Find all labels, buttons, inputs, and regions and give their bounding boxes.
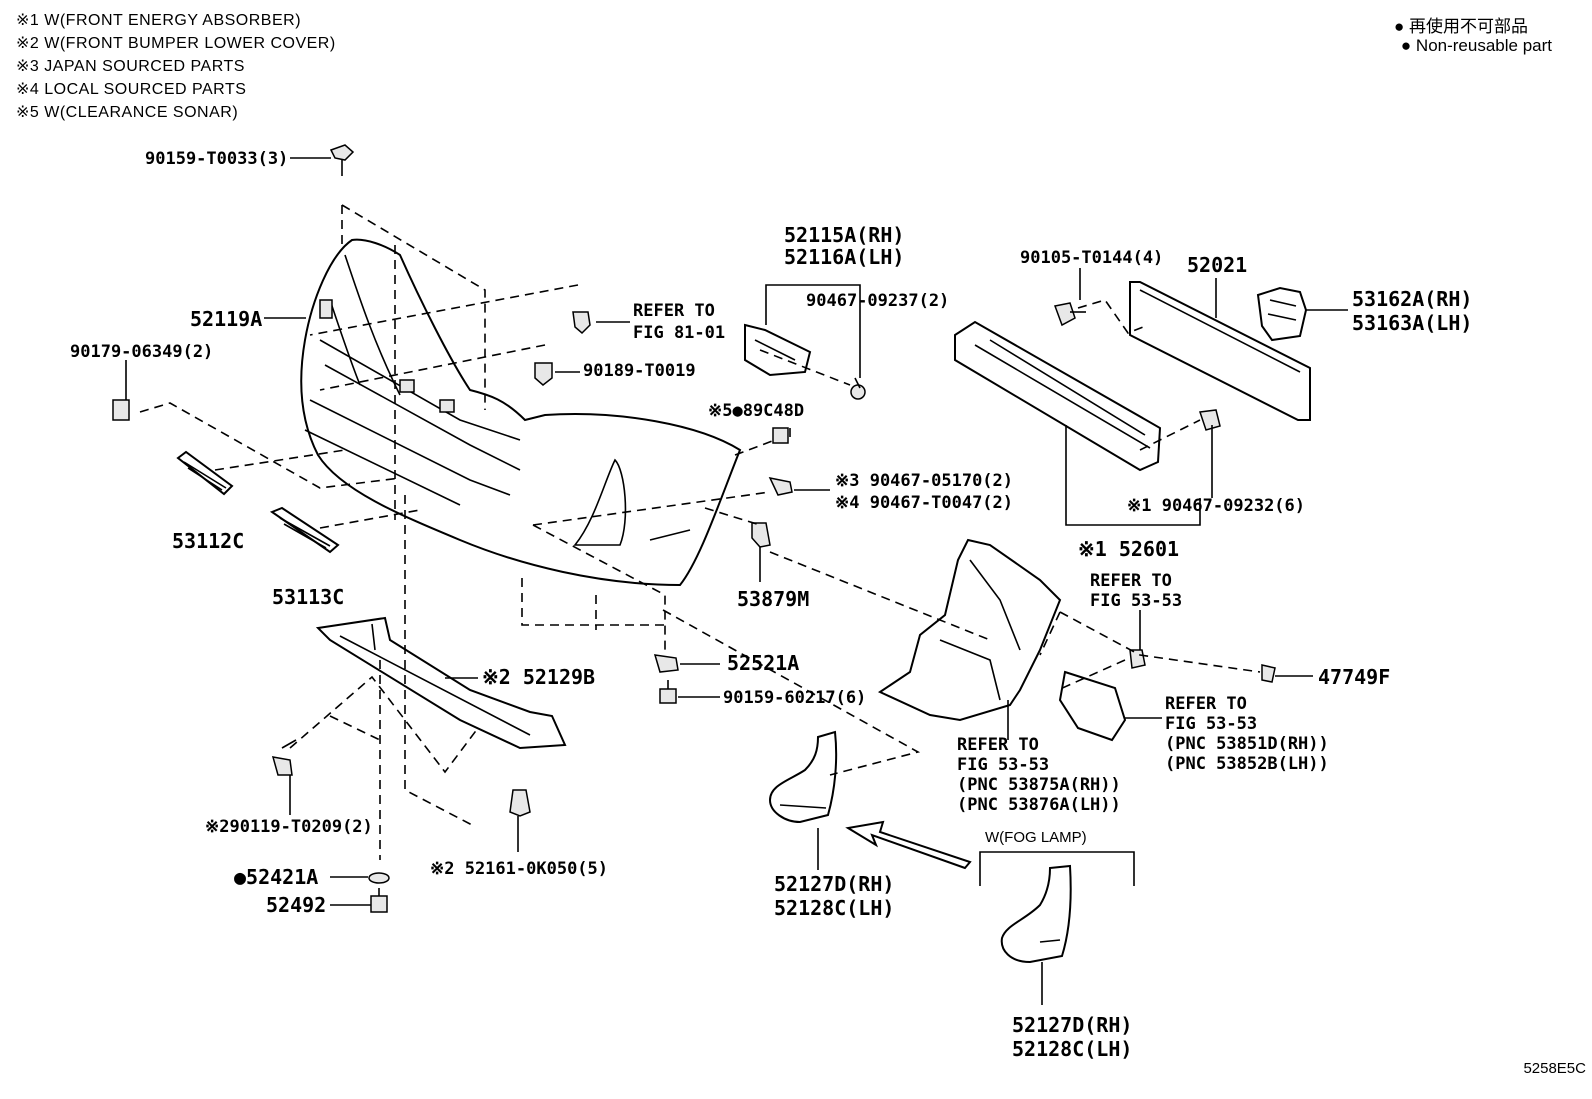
label-90159-t0033: 90159-T0033(3) <box>145 149 288 169</box>
label-refer-53-a2: FIG 53-53 <box>1090 591 1182 611</box>
label-52521a: 52521A <box>727 651 799 675</box>
label-47749f: 47749F <box>1318 665 1390 689</box>
label-53162a: 53162A(RH) <box>1352 287 1472 311</box>
fastener-icons <box>112 144 1276 913</box>
lower-cover-drawing <box>315 616 567 750</box>
label-52115a: 52115A(RH) <box>784 223 904 247</box>
label-52129b: ※2 52129B <box>482 665 595 689</box>
direction-arrow <box>845 820 972 870</box>
note-3: ※3 JAPAN SOURCED PARTS <box>16 58 245 75</box>
label-90159-60217: 90159-60217(6) <box>723 688 866 708</box>
part-labels: 90159-T0033(3) 52119A 90179-06349(2) 531… <box>70 149 1472 1061</box>
label-52128c-a: 52128C(LH) <box>774 896 894 920</box>
label-53113c: 53113C <box>272 585 344 609</box>
label-refer-c4: (PNC 53852B(LH)) <box>1165 754 1329 774</box>
label-refer-c1: REFER TO <box>1165 694 1247 714</box>
beam-52021-drawing <box>1129 281 1311 421</box>
label-90189-t0019: 90189-T0019 <box>583 361 696 381</box>
label-90467-t0047: ※4 90467-T0047(2) <box>835 493 1013 513</box>
label-52127d-a: 52127D(RH) <box>774 872 894 896</box>
note-4: ※4 LOCAL SOURCED PARTS <box>16 81 247 98</box>
label-53163a: 53163A(LH) <box>1352 311 1472 335</box>
label-53112c: 53112C <box>172 529 244 553</box>
label-52492: 52492 <box>266 893 326 917</box>
label-52021: 52021 <box>1187 253 1247 277</box>
label-52116a: 52116A(LH) <box>784 245 904 269</box>
note-5: ※5 W(CLEARANCE SONAR) <box>16 104 239 121</box>
bumper-cover-drawing <box>300 238 742 587</box>
label-52119a: 52119A <box>190 307 262 331</box>
label-refer-53-a1: REFER TO <box>1090 571 1172 591</box>
dashed-guides <box>139 204 1261 860</box>
bracket-53162a-drawing <box>1256 286 1308 342</box>
label-refer-d1: REFER TO <box>957 735 1039 755</box>
label-90179-06349: 90179-06349(2) <box>70 342 213 362</box>
label-90467-09237: 90467-09237(2) <box>806 291 949 311</box>
label-52601: ※1 52601 <box>1078 537 1179 561</box>
mudguard-upper-drawing <box>768 730 838 824</box>
label-refer-d3: (PNC 53875A(RH)) <box>957 775 1121 795</box>
label-refer-c3: (PNC 53851D(RH)) <box>1165 734 1329 754</box>
bracket-52115a-drawing <box>744 323 812 377</box>
mudguard-lower-drawing <box>1000 864 1072 964</box>
note-2: ※2 W(FRONT BUMPER LOWER COVER) <box>16 35 336 52</box>
fender-liner-drawing <box>877 538 1062 722</box>
label-refer-to-81-a: REFER TO <box>633 301 715 321</box>
label-90105-t0144: 90105-T0144(4) <box>1020 248 1163 268</box>
label-90467-05170: ※3 90467-05170(2) <box>835 471 1013 491</box>
label-52127d-b: 52127D(RH) <box>1012 1013 1132 1037</box>
label-90467-09232: ※1 90467-09232(6) <box>1127 496 1305 516</box>
label-53879m: 53879M <box>737 587 809 611</box>
label-89c48d: ※5●89C48D <box>708 401 804 421</box>
legend-en: ● Non-reusable part <box>1400 36 1552 55</box>
figure-code: 5258E5C <box>1523 1060 1586 1077</box>
note-1: ※1 W(FRONT ENERGY ABSORBER) <box>16 12 302 29</box>
label-refer-c2: FIG 53-53 <box>1165 714 1257 734</box>
grille-53112c-drawing <box>176 450 234 496</box>
label-90119-t0209: ※290119-T0209(2) <box>205 817 373 837</box>
label-refer-d2: FIG 53-53 <box>957 755 1049 775</box>
label-52421a: ●52421A <box>234 865 318 889</box>
leader-lines <box>125 157 1348 1005</box>
label-fog-lamp: W(FOG LAMP) <box>985 829 1087 846</box>
label-52161: ※2 52161-0K050(5) <box>430 859 608 879</box>
legend-jp: ● 再使用不可部品 <box>1394 17 1528 36</box>
mudflap-drawing <box>1058 670 1127 742</box>
label-52128c-b: 52128C(LH) <box>1012 1037 1132 1061</box>
absorber-52601-drawing <box>954 320 1162 472</box>
label-refer-to-81-b: FIG 81-01 <box>633 323 725 343</box>
label-refer-d4: (PNC 53876A(LH)) <box>957 795 1121 815</box>
